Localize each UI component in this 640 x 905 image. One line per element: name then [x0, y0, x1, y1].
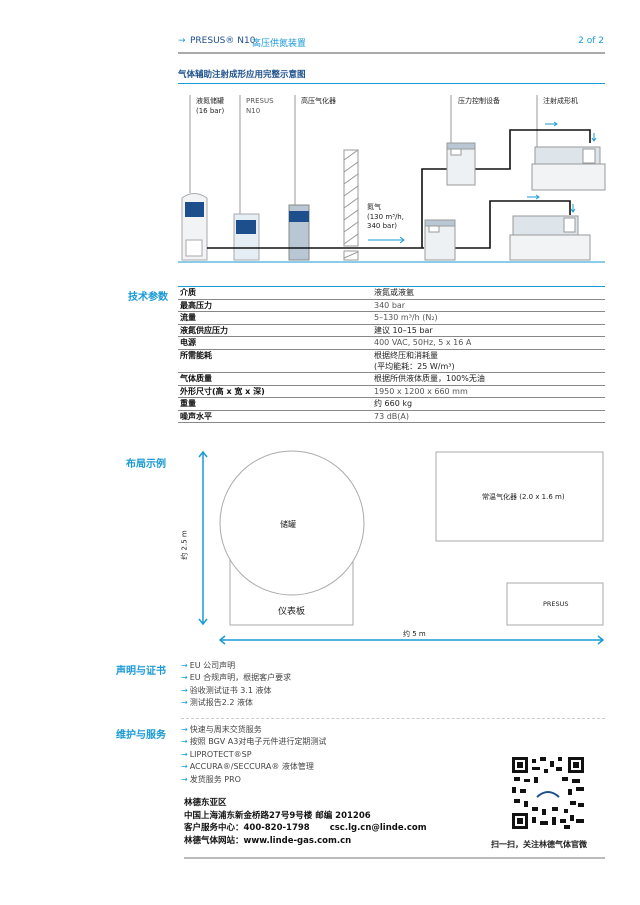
spec-value: 根据终压和消耗量(平均能耗：25 W/m³) — [372, 349, 605, 373]
spec-value: 340 bar — [372, 299, 605, 313]
contact-block: 林德东亚区 中国上海浦东新金桥路27号9号楼 邮编 201206 客户服务中心：… — [184, 797, 427, 847]
header-arrow: → — [178, 36, 186, 46]
layout-vaporizer-label: 常温气化器 (2.0 x 1.6 m) — [482, 493, 565, 501]
hotline: 客户服务中心：400-820-1798 — [184, 823, 310, 834]
list-item: →按照 BGV A3对电子元件进行定期测试 — [181, 737, 327, 747]
diagram-title: 气体辅助注射成形应用完整示意图 — [178, 70, 306, 80]
certs-label: 声明与证书 — [116, 666, 166, 677]
flow-label: 氮气(130 m³/h,340 bar) — [367, 203, 404, 230]
label-vaporizer: 高压气化器 — [301, 97, 336, 105]
table-row: 介质液氮或液氩 — [178, 286, 605, 300]
region: 林德东亚区 — [184, 798, 227, 808]
spec-key: 外形尺寸(高 x 宽 x 深) — [178, 385, 372, 399]
spec-value: 建议 10–15 bar — [372, 324, 605, 338]
spec-value: 液氮或液氩 — [372, 286, 605, 300]
linde-logo-icon — [536, 791, 560, 798]
table-row: 外形尺寸(高 x 宽 x 深)1950 x 1200 x 660 mm — [178, 385, 605, 399]
list-item: →EU 合规声明，根据客户要求 — [181, 673, 292, 683]
hatched-wall — [343, 149, 359, 261]
email-link[interactable]: csc.lg.cn@linde.com — [329, 823, 427, 834]
label-tank: 液氮储罐(16 bar) — [196, 97, 225, 115]
list-item: →发货服务 PRO — [181, 774, 241, 784]
service-label: 维护与服务 — [116, 730, 166, 741]
list-item: →快速与周末交货服务 — [181, 725, 262, 734]
list-item: →测试报告2.2 液体 — [181, 698, 253, 708]
list-item: →EU 公司声明 — [181, 661, 236, 670]
high-pressure-vaporizer — [288, 204, 310, 261]
section-divider — [181, 718, 605, 719]
label-molding-machine: 注射成形机 — [543, 97, 578, 105]
spec-value: 根据所供液体质量，100%无油 — [372, 372, 605, 386]
presus-box — [506, 582, 604, 626]
spec-key: 最高压力 — [178, 299, 372, 313]
spec-value: 5–130 m³/h (N₂) — [372, 311, 605, 325]
qr-code — [512, 757, 584, 829]
footer-divider — [184, 857, 605, 859]
presus-unit — [233, 213, 260, 261]
injection-molding-machines — [509, 146, 606, 261]
title-divider — [178, 83, 605, 84]
list-item: →LIPROTECT®SP — [181, 749, 252, 759]
certs-list: →EU 公司声明 →EU 合规声明，根据客户要求 →验收测试证书 3.1 液体 … — [181, 660, 291, 710]
spec-key: 电源 — [178, 336, 372, 350]
table-row: 所需能耗根据终压和消耗量(平均能耗：25 W/m³) — [178, 349, 605, 373]
spec-key: 流量 — [178, 311, 372, 325]
spec-key: 重量 — [178, 397, 372, 411]
flow-arrows — [368, 121, 597, 244]
layout-width-label: 约 5 m — [403, 630, 426, 638]
header-subtitle: 高压供氮装置 — [252, 39, 307, 49]
width-arrow — [218, 635, 605, 645]
pressure-control-units — [424, 142, 476, 261]
layout-label: 布局示例 — [126, 459, 166, 470]
table-row: 液氮供应压力建议 10–15 bar — [178, 324, 605, 338]
list-item: →验收测试证书 3.1 液体 — [181, 685, 272, 695]
specs-label: 技术参数 — [128, 292, 168, 303]
spec-value: 约 660 kg — [372, 397, 605, 411]
spec-value: 400 VAC, 50Hz, 5 x 16 A — [372, 336, 605, 350]
liquid-nitrogen-tank — [181, 193, 208, 261]
tank-circle — [219, 450, 365, 596]
layout-panel-label: 仪表板 — [278, 607, 306, 617]
website-link[interactable]: 林德气体网站：www.linde-gas.com.cn — [184, 835, 352, 846]
address: 中国上海浦东新金桥路27号9号楼 邮编 201206 — [184, 810, 371, 821]
label-pressure-control: 压力控制设备 — [458, 97, 500, 105]
layout-presus-label: PRESUS — [543, 600, 569, 608]
table-row: 气体质量根据所供液体质量，100%无油 — [178, 372, 605, 386]
table-row: 重量约 660 kg — [178, 397, 605, 411]
spec-value: 73 dB(A) — [372, 410, 605, 424]
spec-key: 介质 — [178, 286, 372, 300]
page-number: 2 of 2 — [578, 36, 604, 46]
height-arrow — [198, 450, 208, 626]
list-item: →ACCURA®/SECCURA® 液体管理 — [181, 762, 314, 772]
spec-key: 液氮供应压力 — [178, 324, 372, 338]
spec-value: 1950 x 1200 x 660 mm — [372, 385, 605, 399]
gas-pipes — [207, 129, 591, 249]
spec-key: 噪声水平 — [178, 410, 372, 424]
layout-height-label: 约 2.5 m — [180, 530, 189, 560]
vaporizer-box — [435, 451, 604, 542]
qr-caption: 扫一扫，关注林德气体官微 — [491, 840, 587, 849]
service-list: →快速与周末交货服务 →按照 BGV A3对电子元件进行定期测试 →LIPROT… — [181, 724, 326, 786]
header-divider — [178, 52, 605, 54]
header-product: PRESUS® N10. — [190, 36, 259, 46]
layout-tank-label: 储罐 — [280, 520, 296, 529]
spec-key: 气体质量 — [178, 372, 372, 386]
spec-key: 所需能耗 — [178, 349, 372, 373]
